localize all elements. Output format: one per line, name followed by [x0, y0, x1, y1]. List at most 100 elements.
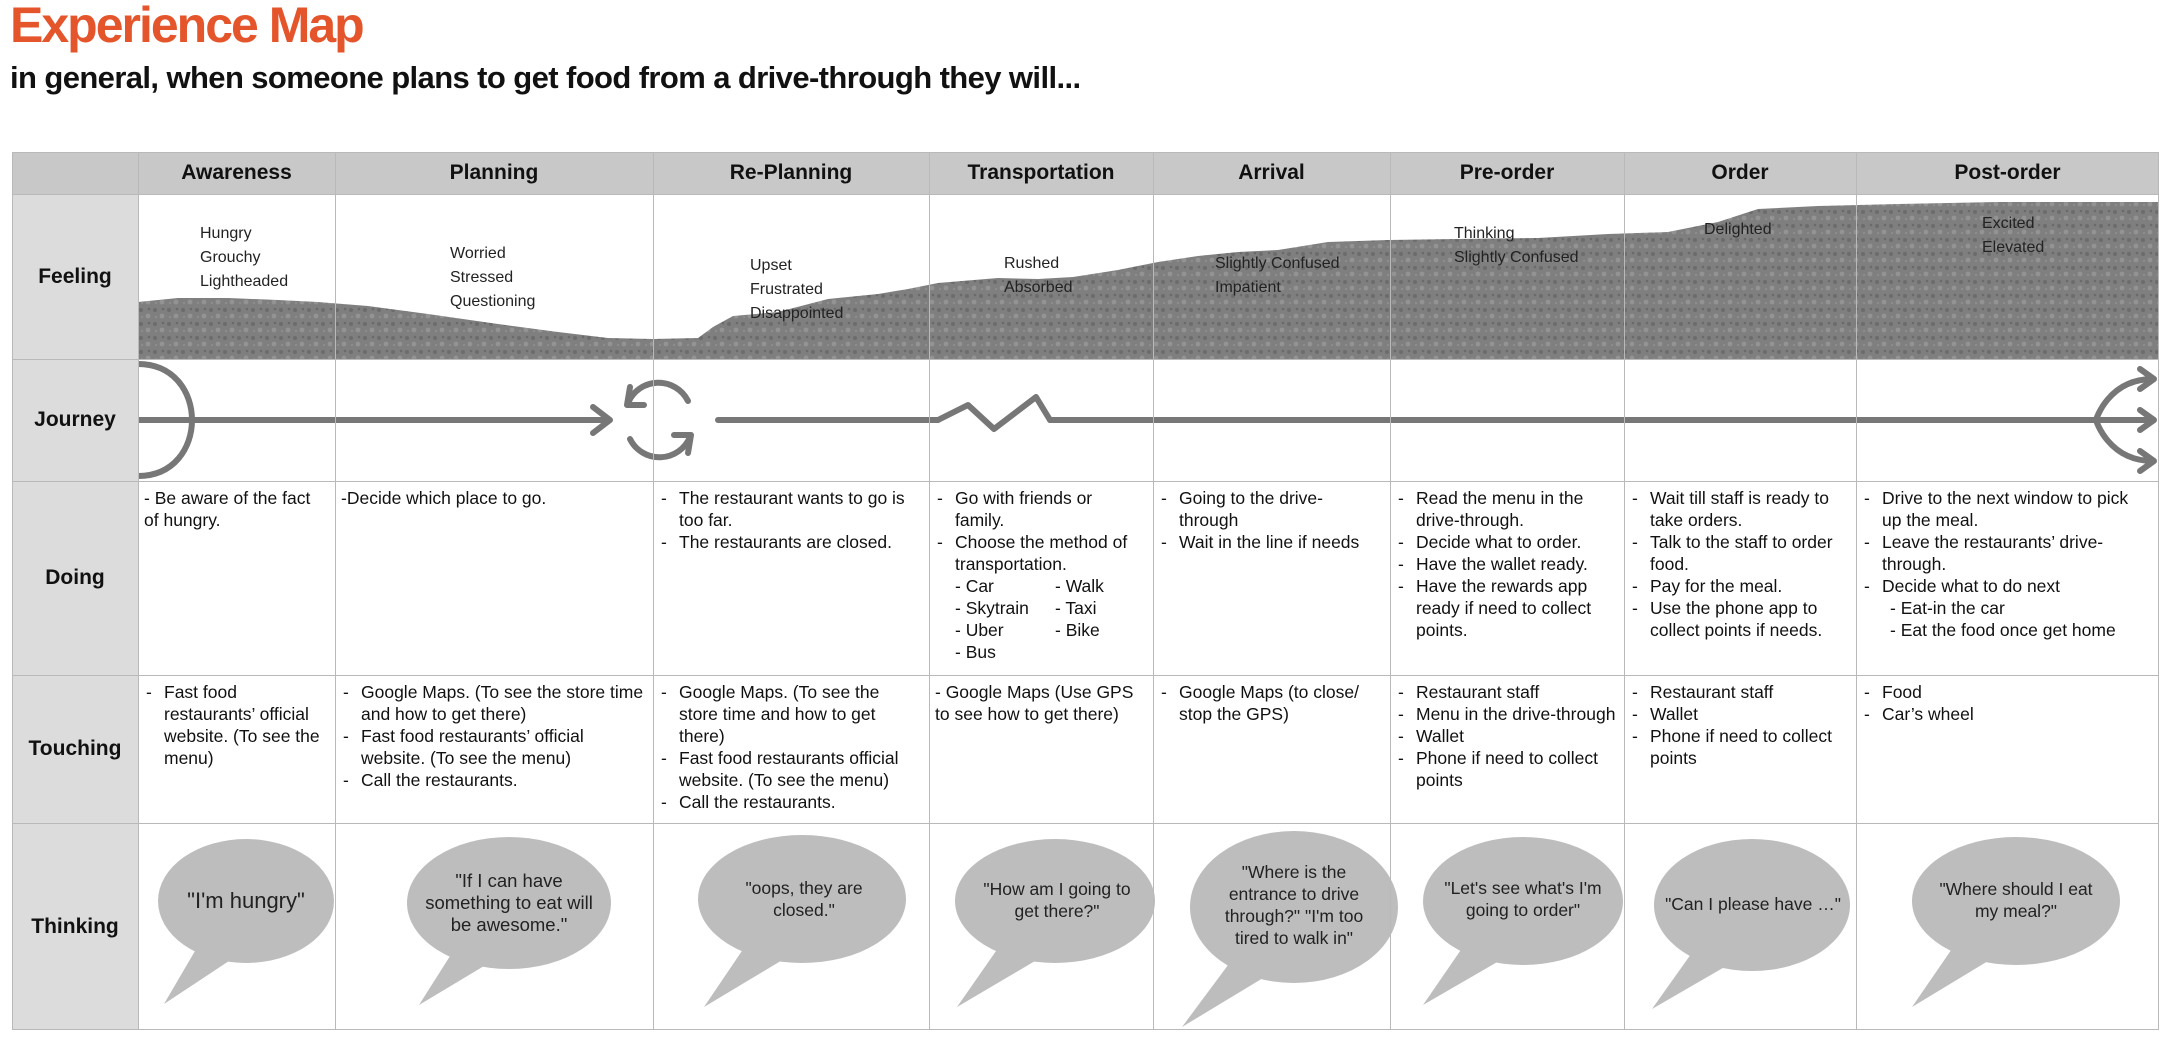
- list-item: Read the menu in the drive-through.: [1396, 487, 1616, 531]
- cycle-arc-bottom: [627, 434, 693, 461]
- doing-replanning: The restaurant wants to go is too far. T…: [653, 481, 929, 553]
- list-item: - Uber: [955, 620, 1004, 640]
- feeling-planning: Worried Stressed Questioning: [450, 242, 535, 314]
- list-item: Talk to the staff to order food.: [1630, 531, 1848, 575]
- thought-text: "How am I going to get there?": [983, 879, 1131, 921]
- journey-line: [138, 361, 2157, 479]
- list-item: Food: [1862, 681, 2151, 703]
- touching-transportation: - Google Maps (Use GPS to see how to get…: [935, 682, 1134, 724]
- feeling-word: Thinking: [1454, 225, 1515, 242]
- row-header-journey: Journey: [12, 359, 138, 481]
- list-item: Phone if need to collect points: [1396, 747, 1616, 791]
- feeling-postorder: Excited Elevated: [1982, 212, 2044, 260]
- list-item: - Car: [955, 576, 994, 596]
- list-item: - Bike: [1055, 620, 1100, 640]
- stage-header-preorder: Pre-order: [1459, 161, 1555, 184]
- feeling-word: Lightheaded: [200, 273, 289, 290]
- touching-arrival: Google Maps (to close/ stop the GPS): [1153, 675, 1390, 725]
- arrow-head: [2137, 366, 2157, 392]
- list-item: Go with friends or family.: [935, 487, 1145, 531]
- list-item: Wallet: [1630, 703, 1848, 725]
- page-subtitle: in general, when someone plans to get fo…: [10, 60, 1081, 95]
- list-item: Fast food restaurants’ official website.…: [341, 725, 645, 769]
- row-header-feeling: Feeling: [12, 194, 138, 359]
- thought-bubble-planning: "If I can have something to eat will be …: [377, 827, 617, 1027]
- feeling-word: Excited: [1982, 215, 2035, 232]
- stage-header-order: Order: [1711, 161, 1769, 184]
- list-item: Going to the drive-through: [1159, 487, 1382, 531]
- feeling-word: Hungry: [200, 225, 252, 242]
- thought-text: "oops, they are closed.": [745, 878, 863, 920]
- list-item: - Eat the food once get home: [1890, 620, 2116, 640]
- doing-preorder: Read the menu in the drive-through. Deci…: [1390, 481, 1624, 641]
- feeling-word: Stressed: [450, 269, 514, 286]
- grid-line: [12, 823, 2159, 824]
- thought-bubble-replanning: "oops, they are closed.": [680, 827, 910, 1027]
- feeling-word: Elevated: [1982, 239, 2045, 256]
- thought-text: "Can I please have …": [1665, 894, 1841, 914]
- thought-bubble-transportation: "How am I going to get there?": [937, 827, 1157, 1027]
- thought-text: "I'm hungry": [187, 888, 305, 913]
- list-item: - Eat-in the car: [1890, 598, 2005, 618]
- doing-order: Wait till staff is ready to take orders.…: [1624, 481, 1856, 641]
- touching-preorder: Restaurant staff Menu in the drive-throu…: [1390, 675, 1624, 791]
- thought-bubble-postorder: "Where should I eat my meal?": [1892, 827, 2122, 1027]
- grid-line: [12, 359, 2159, 360]
- stage-header-planning: Planning: [449, 161, 539, 184]
- grid-line: [138, 152, 139, 1030]
- grid-line: [2158, 152, 2159, 1030]
- list-item: Use the phone app to collect points if n…: [1630, 597, 1848, 641]
- page-title: Experience Map: [10, 0, 365, 53]
- doing-awareness: - Be aware of the fact of hungry.: [144, 488, 311, 530]
- list-item: The restaurants are closed.: [659, 531, 921, 553]
- feeling-arrival: Slightly Confused Impatient: [1215, 252, 1340, 300]
- list-item: Call the restaurants.: [341, 769, 645, 791]
- grid-line: [335, 152, 336, 1030]
- feeling-word: Absorbed: [1004, 279, 1073, 296]
- arrow-head: [2137, 448, 2157, 474]
- stage-header-awareness: Awareness: [181, 161, 292, 184]
- doing-transportation: Go with friends or family. Choose the me…: [929, 481, 1153, 663]
- list-item: - Walk: [1055, 576, 1104, 596]
- list-item: Google Maps. (To see the store time and …: [341, 681, 645, 725]
- feeling-replanning: Upset Frustrated Disappointed: [750, 254, 843, 326]
- feeling-awareness: Hungry Grouchy Lightheaded: [200, 222, 288, 294]
- row-header-touching: Touching: [12, 675, 138, 823]
- feeling-word: Impatient: [1215, 279, 1281, 296]
- arrow-head: [590, 404, 613, 436]
- grid-line: [12, 675, 2159, 676]
- grid-line: [929, 152, 930, 1030]
- thought-text: "If I can have something to eat will be …: [425, 870, 593, 935]
- list-item: Phone if need to collect points: [1630, 725, 1848, 769]
- list-item: Google Maps. (To see the store time and …: [659, 681, 921, 747]
- list-item: Restaurant staff: [1630, 681, 1848, 703]
- thought-bubble-preorder: "Let's see what's I'm going to order": [1407, 827, 1632, 1027]
- list-item: Wait till staff is ready to take orders.: [1630, 487, 1848, 531]
- doing-postorder: Drive to the next window to pick up the …: [1856, 481, 2159, 641]
- feeling-word: Disappointed: [750, 305, 844, 322]
- feeling-word: Rushed: [1004, 255, 1060, 272]
- thought-text: "Let's see what's I'm going to order": [1444, 878, 1602, 920]
- list-item: Decide what to do next: [1862, 575, 2151, 597]
- list-item: Car’s wheel: [1862, 703, 2151, 725]
- touching-order: Restaurant staff Wallet Phone if need to…: [1624, 675, 1856, 769]
- list-item: Wait in the line if needs: [1159, 531, 1382, 553]
- stage-header-replanning: Re-Planning: [729, 161, 853, 184]
- grid-line: [12, 152, 13, 1030]
- grid-line: [1624, 152, 1625, 1030]
- touching-replanning: Google Maps. (To see the store time and …: [653, 675, 929, 813]
- cycle-arc-top: [625, 379, 691, 406]
- grid-line: [1390, 152, 1391, 1030]
- list-item: - Taxi: [1055, 598, 1097, 618]
- list-item: Restaurant staff: [1396, 681, 1616, 703]
- list-item: The restaurant wants to go is too far.: [659, 487, 921, 531]
- grid-line: [653, 152, 654, 1030]
- grid-line: [12, 1029, 2159, 1030]
- feeling-word: Delighted: [1704, 221, 1772, 238]
- stage-header-postorder: Post-order: [1954, 161, 2061, 184]
- doing-planning: -Decide which place to go.: [341, 488, 547, 508]
- experience-map-table: Awareness Planning Re-Planning Transport…: [12, 152, 2159, 1030]
- end-fork: [2093, 376, 2156, 464]
- grid-line: [12, 194, 2159, 195]
- thought-bubble-awareness: "I'm hungry": [142, 827, 337, 1027]
